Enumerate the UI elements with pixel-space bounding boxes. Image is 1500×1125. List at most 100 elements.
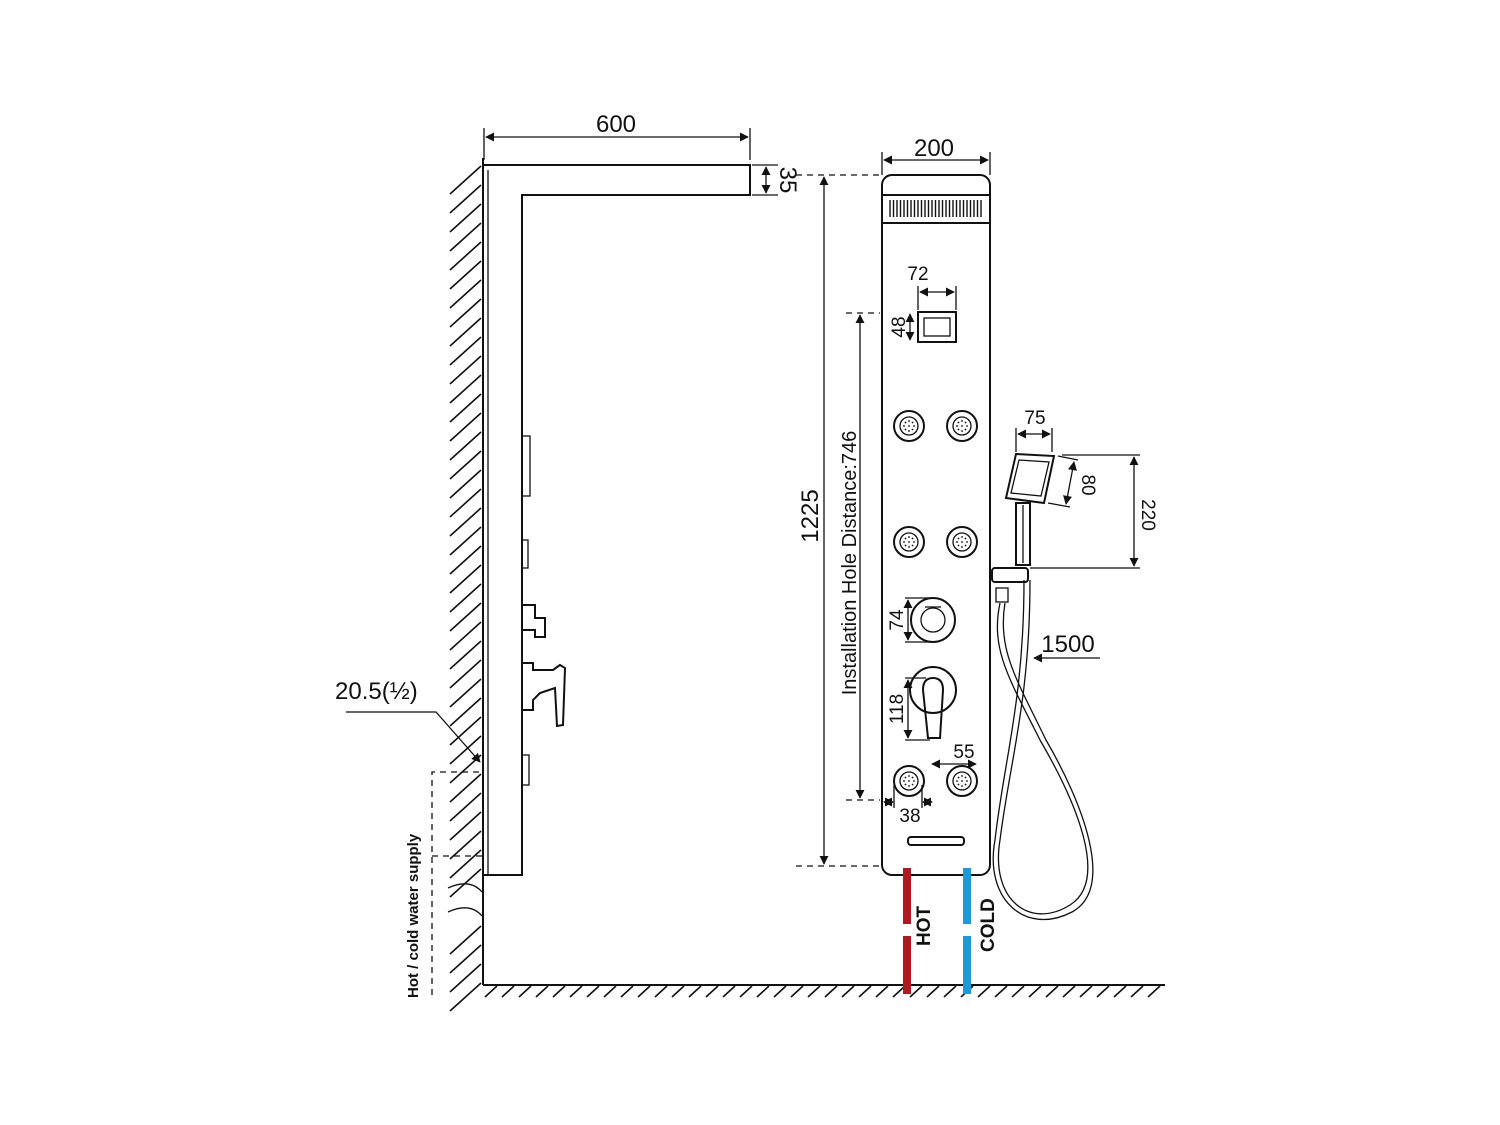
- hatch-line: [586, 985, 600, 998]
- jet-hole: [904, 783, 907, 786]
- temperature-display: [917, 311, 957, 343]
- hatch-line: [449, 564, 482, 594]
- handshower-head-dimension: [1063, 461, 1077, 505]
- jet-hole: [956, 541, 958, 543]
- jet-hole: [957, 544, 960, 547]
- hand-shower-handle: [1015, 502, 1031, 566]
- jet-hole: [913, 541, 915, 543]
- jet-hole: [964, 776, 967, 779]
- jet-hole: [903, 541, 905, 543]
- jet-hole: [964, 783, 967, 786]
- hatch-line: [449, 222, 482, 252]
- hatch-line: [1028, 985, 1042, 998]
- hatch-line: [824, 985, 838, 998]
- hatch-line: [449, 944, 482, 974]
- hatch-line: [449, 355, 482, 385]
- jet-diameter-label: 38: [899, 806, 920, 827]
- hatch-line: [449, 602, 482, 632]
- jet-hole: [966, 780, 968, 782]
- jet-hole: [908, 541, 910, 543]
- hatch-line: [449, 735, 482, 765]
- hatch-line: [603, 985, 617, 998]
- mixer-handle: [921, 676, 945, 739]
- hatch-line: [449, 792, 482, 822]
- jet-hole: [964, 428, 967, 431]
- hatch-line: [449, 868, 482, 898]
- supply-pipe-outer: [431, 771, 483, 995]
- hatch-line: [977, 985, 991, 998]
- side-body-jet: [521, 435, 531, 497]
- hatch-line: [449, 545, 482, 575]
- jet-hole: [956, 780, 958, 782]
- hatch-line: [449, 678, 482, 708]
- hatch-line: [994, 985, 1008, 998]
- hatch-line: [449, 830, 482, 860]
- jet-hole: [913, 425, 915, 427]
- bottom-tub-spout: [907, 836, 965, 846]
- jet-hole: [964, 421, 967, 424]
- hatch-line: [449, 697, 482, 727]
- jet-hole: [961, 425, 963, 427]
- wall-break: [447, 883, 483, 917]
- thermostat-knob: [910, 597, 956, 643]
- hatch-line: [449, 963, 482, 993]
- hatch-line: [926, 985, 940, 998]
- side-view: 600 35 20.5(½) Hot / cold water supply: [335, 111, 1165, 1012]
- jet-hole: [961, 420, 963, 422]
- hand-shower-head: [1004, 452, 1056, 505]
- body-jet: [893, 765, 925, 797]
- diverter-mixer: [909, 666, 957, 714]
- body-jet: [893, 410, 925, 442]
- hatch-line: [1079, 985, 1093, 998]
- cold-pipe: [963, 936, 971, 994]
- jet-hole: [964, 544, 967, 547]
- hand-shower-holder: [991, 567, 1029, 583]
- hatch-line: [449, 621, 482, 651]
- handshower-length-label: 220: [1137, 499, 1158, 531]
- hatch-line: [535, 985, 549, 998]
- hatch-line: [449, 184, 482, 214]
- jet-hole: [961, 536, 963, 538]
- jet-hole: [961, 780, 963, 782]
- display-height-label: 48: [889, 316, 910, 337]
- hose-length-label: 1500: [1041, 631, 1094, 658]
- hatch-line: [449, 526, 482, 556]
- display-screen: [923, 317, 951, 337]
- hatch-line: [654, 985, 668, 998]
- panel-width-label: 200: [914, 135, 954, 162]
- hatch-line: [620, 985, 634, 998]
- hatch-line: [484, 985, 498, 998]
- body-jet: [946, 526, 978, 558]
- side-thermostat-knob: [522, 604, 546, 638]
- hatch-line: [773, 985, 787, 998]
- jet-hole: [913, 780, 915, 782]
- jet-hole: [961, 546, 963, 548]
- jet-hole: [957, 428, 960, 431]
- jet-hole: [908, 785, 910, 787]
- hot-label: HOT: [914, 906, 935, 947]
- body-jet: [946, 410, 978, 442]
- hatch-line: [449, 659, 482, 689]
- hatch-line: [552, 985, 566, 998]
- top-thickness-label: 35: [774, 167, 801, 194]
- body-jet: [893, 526, 925, 558]
- cold-pipe: [963, 868, 971, 924]
- thermostat-knob-cap: [920, 607, 946, 633]
- jet-hole: [961, 785, 963, 787]
- front-view: 200 1225 Installation Hole Distance:746 …: [796, 135, 1158, 994]
- jet-hole: [908, 420, 910, 422]
- jet-hole: [957, 537, 960, 540]
- hatch-line: [449, 982, 482, 1012]
- thermostat-size-label: 74: [887, 609, 908, 631]
- hatch-line: [449, 450, 482, 480]
- rain-shower-head: [881, 194, 991, 224]
- hatch-line: [501, 985, 515, 998]
- hatch-line: [1062, 985, 1076, 998]
- hatch-line: [875, 985, 889, 998]
- jet-hole: [908, 430, 910, 432]
- jet-hole: [904, 544, 907, 547]
- hatch-line: [909, 985, 923, 998]
- jet-spacing-label: 55: [953, 742, 974, 763]
- hatch-line: [449, 241, 482, 271]
- hatch-line: [449, 507, 482, 537]
